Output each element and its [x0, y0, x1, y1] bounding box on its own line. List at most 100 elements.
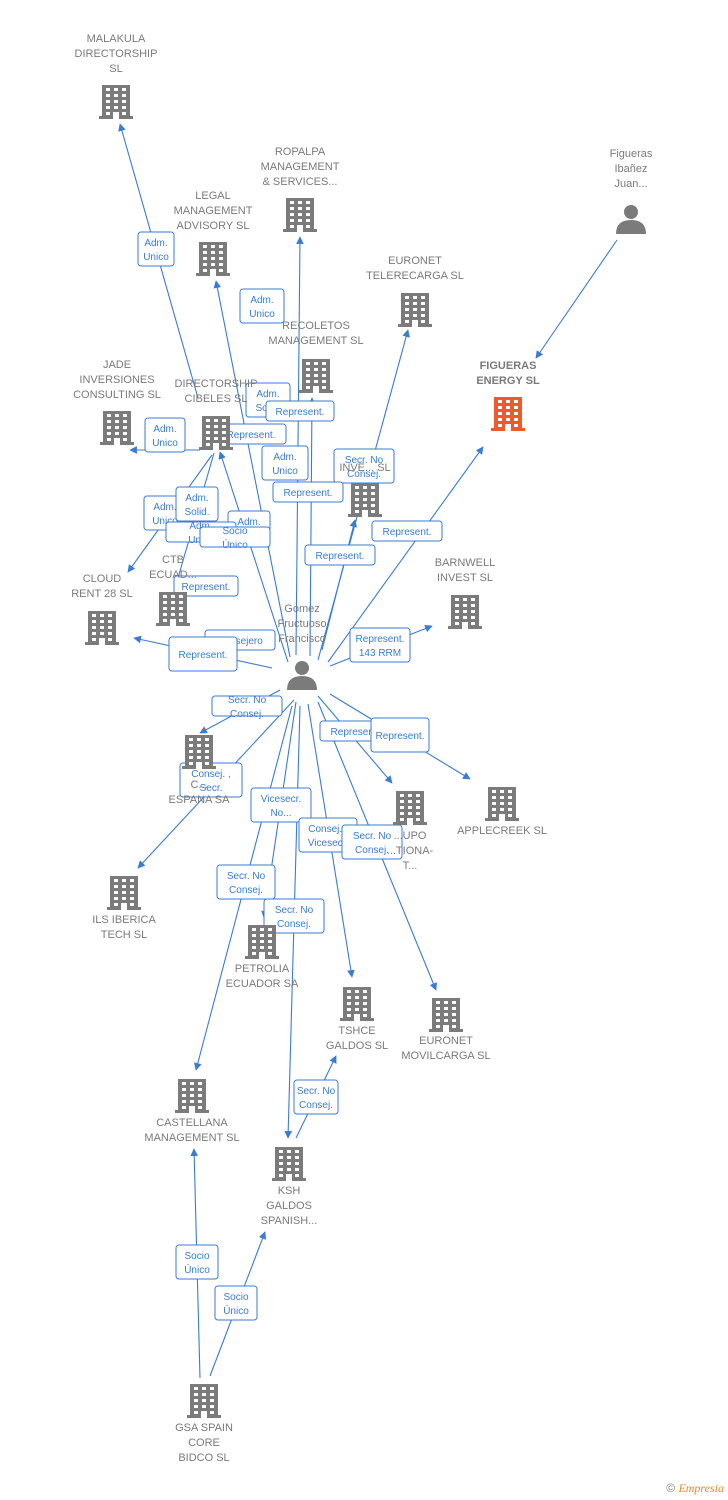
node-label: LEGAL [195, 190, 230, 202]
relation-label-text: Adm. [250, 295, 273, 306]
node-label: Francisco [278, 633, 326, 645]
edge-gomez-to-figueras_e [327, 446, 484, 663]
relation-label-text: Represent. [182, 582, 231, 593]
node-label: EURONET [388, 255, 442, 267]
node-label: & SERVICES... [263, 176, 338, 188]
building-icon [85, 611, 119, 645]
building-icon [429, 998, 463, 1032]
relation-label-text: Adm. [189, 521, 212, 532]
relation-label-text: Represent. [376, 731, 425, 742]
relation-label-text: Unico [249, 309, 275, 320]
relation-label[interactable]: Secr. No Consej. [211, 695, 283, 720]
node-ctb[interactable]: CTBECUAD... [149, 554, 197, 626]
relation-label-text: Consej. [355, 845, 389, 856]
relation-label[interactable]: Secr. No Consej. [293, 1079, 339, 1115]
node-directorship[interactable]: DIRECTORSHIP CIBELES SL [175, 378, 258, 450]
building-icon [156, 592, 190, 626]
relation-label[interactable]: Represent. [370, 717, 430, 753]
relation-label[interactable]: Represent. [272, 481, 344, 503]
node-figueras_p[interactable]: FiguerasIbañezJuan... [610, 148, 653, 234]
relation-label-text: Adm. [153, 502, 176, 513]
relation-label-text: Consej. [299, 1100, 333, 1111]
relation-label-text: Socio [184, 1251, 209, 1262]
relation-label[interactable]: Represent. [173, 575, 239, 597]
node-label: CIBELES SL [185, 393, 248, 405]
building-icon [448, 595, 482, 629]
node-label: KSH [278, 1185, 301, 1197]
relation-label-text: Adm. [256, 389, 279, 400]
node-grupo[interactable]: ...UPO...TIONA-T... [387, 791, 434, 872]
relation-label-text: Represent. [383, 527, 432, 538]
relation-label-text: Represent. [227, 430, 276, 441]
node-label: ENERGY SL [476, 375, 540, 387]
relation-label[interactable]: Adm. Unico [137, 231, 175, 267]
relation-label-text: Vicesecr. [308, 838, 348, 849]
relation-label[interactable]: Represent. [371, 520, 443, 542]
relation-label-text: Unico [272, 466, 298, 477]
relation-label[interactable]: Adm.Unico [144, 417, 186, 453]
node-label: DIRECTORSHIP [175, 378, 258, 390]
relation-label[interactable]: Adm. Unico [239, 288, 285, 324]
relation-label-text: Consej. [229, 885, 263, 896]
node-label: JADE [103, 359, 131, 371]
edge-gomez-to-recoletos [308, 397, 316, 657]
building-icon [340, 987, 374, 1021]
relation-label-text: Adm. [144, 238, 167, 249]
relation-label[interactable]: Represent.143 RRM [349, 627, 411, 663]
node-label: MANAGEMENT SL [144, 1132, 239, 1144]
node-label: GSA SPAIN [175, 1422, 233, 1434]
relation-label-text: Unico [143, 252, 169, 263]
node-label: ECUADOR SA [226, 978, 299, 990]
relation-label-text: Represent. [284, 488, 333, 499]
relation-label[interactable]: Represent. [304, 544, 376, 566]
node-ksh[interactable]: KSHGALDOSSPANISH... [261, 1147, 318, 1227]
relation-label-text: Secr. No [297, 1086, 336, 1097]
node-label: ADVISORY SL [177, 220, 250, 232]
node-label: DIRECTORSHIP [75, 48, 158, 60]
edge-gomez-to-legal [213, 280, 291, 658]
edge-gomez-to-inv [321, 519, 358, 651]
node-espana[interactable]: C...ESPANA SA [169, 735, 231, 806]
brand-logo[interactable]: Empresia [678, 1481, 724, 1495]
relation-label-text: Único [184, 1263, 210, 1276]
relation-label[interactable]: Adm.Solid. [175, 486, 219, 522]
node-label: MOVILCARGA SL [401, 1050, 490, 1062]
relation-label[interactable]: Adm.Unico [261, 445, 309, 481]
relation-label-text: Socio [223, 1292, 248, 1303]
node-label: Fructuoso [278, 618, 327, 630]
relation-label-text: Vicesecr. [261, 794, 301, 805]
node-label: MANAGEMENT [261, 161, 340, 173]
node-inv[interactable]: INVE... SL [339, 462, 391, 517]
node-applecreek[interactable]: APPLECREEK SL [457, 787, 547, 837]
relation-label[interactable]: Represent. [168, 636, 238, 672]
relation-label-text: Consej. [230, 709, 264, 720]
relation-label[interactable]: Represent. [265, 400, 335, 422]
building-icon [485, 787, 519, 821]
building-icon [299, 359, 333, 393]
relation-label-text: Secr. No [228, 695, 267, 706]
relation-label[interactable]: Vicesecr.No... [250, 787, 312, 823]
relation-label-text: Solid. [184, 507, 209, 518]
